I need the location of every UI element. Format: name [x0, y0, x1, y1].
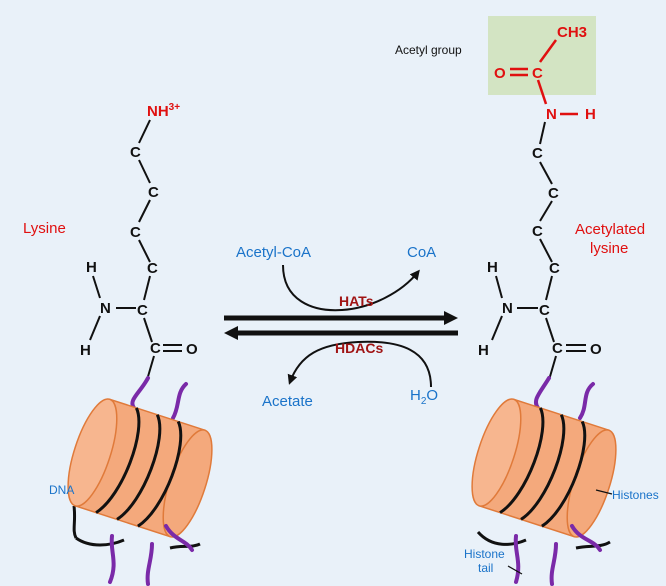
carbonyl-carbon-atom: C — [552, 340, 563, 357]
oxygen-atom: O — [590, 341, 602, 358]
acetyl-carbon-atom: C — [532, 65, 543, 82]
carbon-atom: C — [148, 184, 159, 201]
acetyl-coa-label: Acetyl-CoA — [236, 244, 311, 261]
histone-tail-label-line2: tail — [478, 561, 493, 575]
hydrogen-atom: H — [487, 259, 498, 276]
carbon-atom: C — [548, 185, 559, 202]
oxygen-atom: O — [186, 341, 198, 358]
hydrogen-atom: H — [86, 259, 97, 276]
carbon-atom: C — [532, 223, 543, 240]
alpha-carbon-atom: C — [137, 302, 148, 319]
hdacs-label: HDACs — [335, 340, 383, 356]
carbon-atom: C — [147, 260, 158, 277]
acetate-label: Acetate — [262, 393, 313, 410]
histones-label: Histones — [612, 488, 659, 502]
acetylated-label-line1: Acetylated — [575, 221, 645, 238]
carbon-atom: C — [532, 145, 543, 162]
methyl-group: CH3 — [557, 24, 587, 41]
acetylated-lysine-structure: CH3 O C N H C C C C C N H H C O — [478, 24, 602, 381]
carbon-atom: C — [130, 144, 141, 161]
carbon-atom: C — [130, 224, 141, 241]
lysine-label: Lysine — [23, 220, 66, 237]
left-nucleosome — [67, 376, 213, 586]
right-nucleosome — [471, 376, 617, 586]
nitrogen-atom: N — [100, 300, 111, 317]
hydrogen-atom: H — [478, 342, 489, 359]
coa-label: CoA — [407, 244, 436, 261]
carbonyl-carbon-atom: C — [150, 340, 161, 357]
acetyl-oxygen-atom: O — [494, 65, 506, 82]
hats-label: HATs — [339, 293, 374, 309]
histone-tail-label-line1: Histone — [464, 547, 505, 561]
lysine-structure: NH3+ C C C C C N H H C O — [80, 102, 198, 381]
ammonium-group: NH3+ — [147, 102, 180, 120]
nitrogen-atom: N — [502, 300, 513, 317]
dna-label: DNA — [49, 483, 74, 497]
amide-nitrogen-atom: N — [546, 106, 557, 123]
alpha-carbon-atom: C — [539, 302, 550, 319]
amide-hydrogen-atom: H — [585, 106, 596, 123]
acetylated-label-line2: lysine — [590, 240, 628, 257]
acetyl-group-box — [488, 16, 596, 95]
hydrogen-atom: H — [80, 342, 91, 359]
reaction-arrows — [224, 264, 458, 388]
acetyl-group-label: Acetyl group — [395, 43, 462, 57]
carbon-atom: C — [549, 260, 560, 277]
water-label: H2O — [410, 387, 438, 407]
